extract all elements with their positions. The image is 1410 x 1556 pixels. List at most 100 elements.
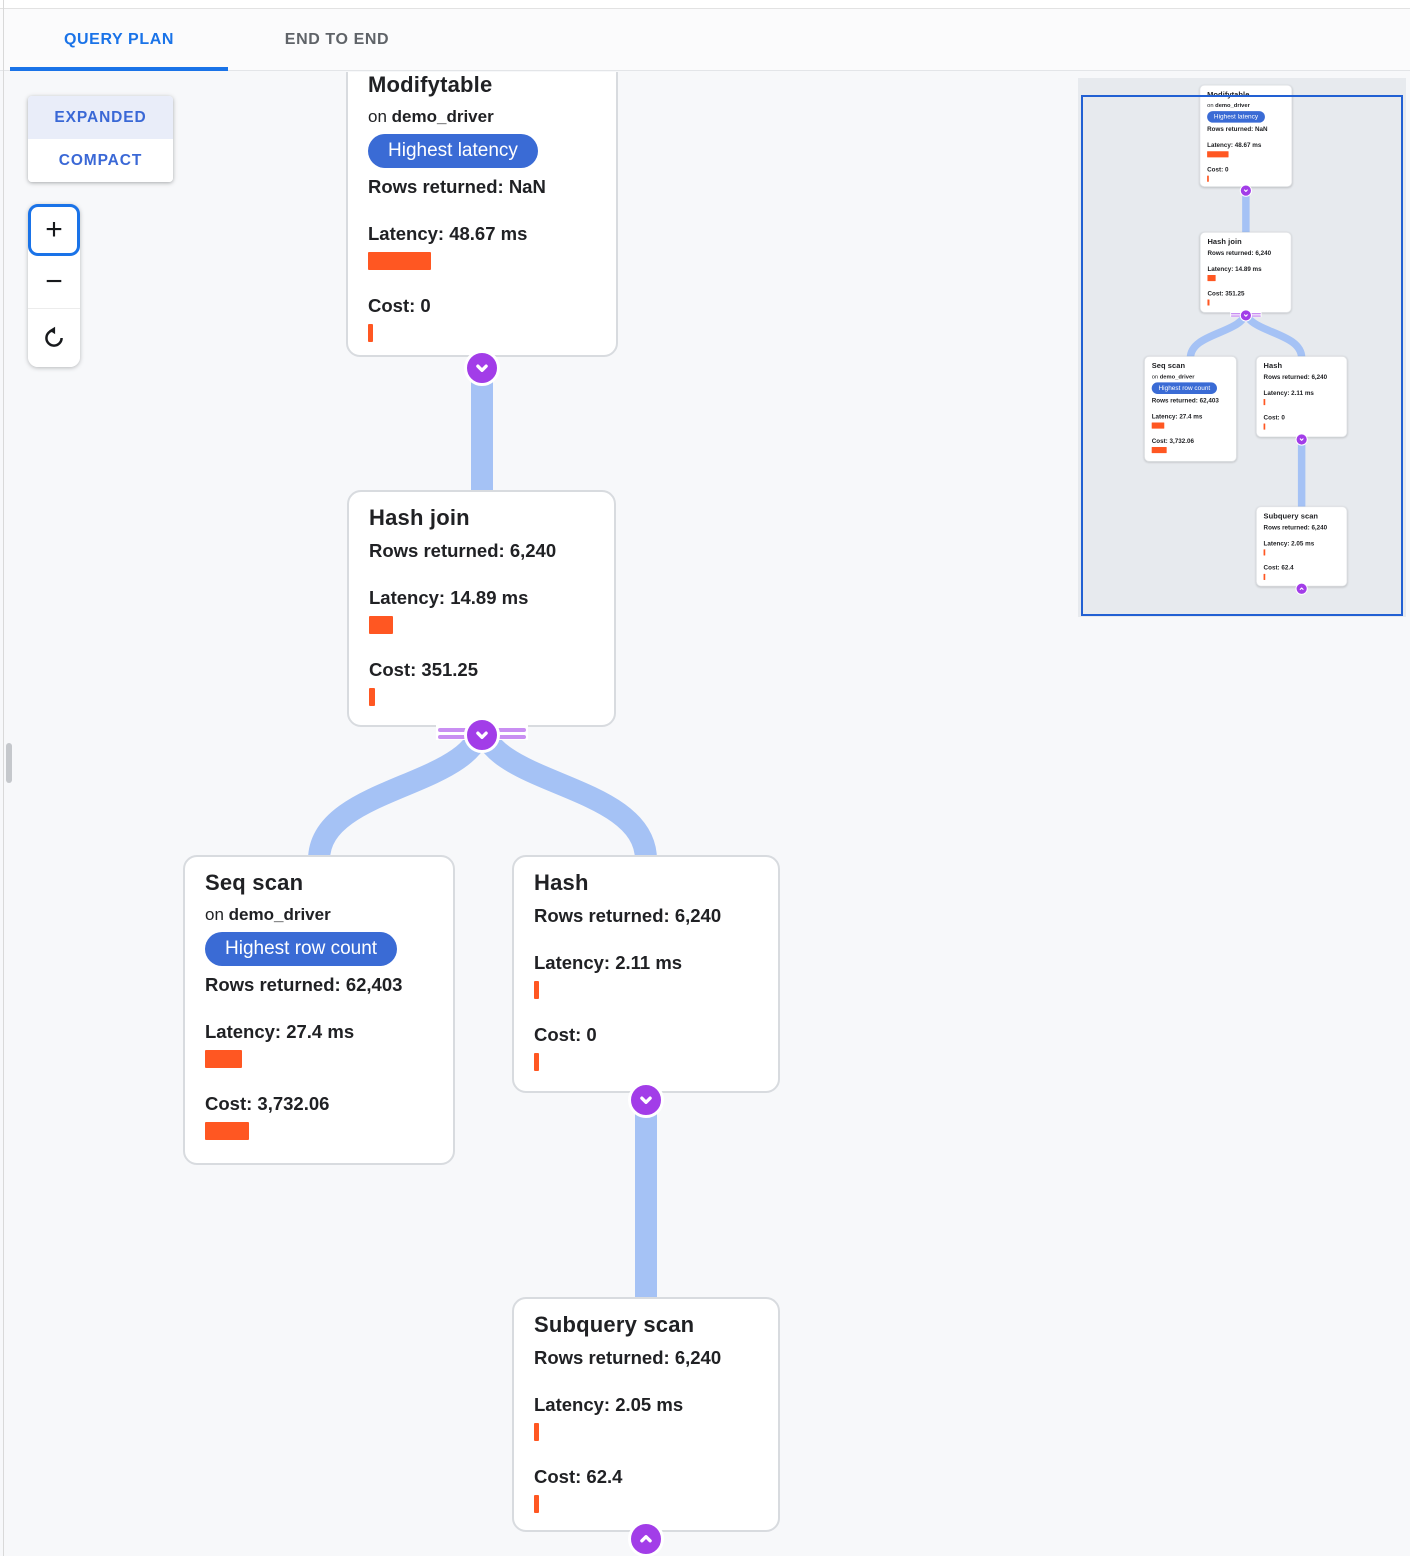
cost-bar bbox=[534, 1495, 539, 1513]
node-table-line: on demo_driver bbox=[205, 905, 433, 925]
minimap-viewport-rect[interactable] bbox=[1081, 95, 1403, 616]
chevron-down-icon bbox=[640, 1096, 652, 1104]
table-name: demo_driver bbox=[391, 107, 494, 126]
latency-bar bbox=[369, 616, 393, 634]
plan-node-modifytable[interactable]: Modifytable on demo_driver Highest laten… bbox=[1199, 84, 1293, 187]
expand-toggle-icon[interactable] bbox=[1295, 582, 1308, 595]
node-title: Hash bbox=[534, 870, 589, 895]
plan-canvas[interactable]: Modifytable on demo_driver Highest laten… bbox=[0, 72, 1410, 1556]
on-prefix: on bbox=[205, 905, 224, 924]
collapse-toggle-icon[interactable] bbox=[464, 717, 500, 753]
multi-edge-stripe bbox=[1250, 315, 1261, 317]
latency-value: Latency: 48.67 ms bbox=[368, 223, 528, 244]
cost-bar bbox=[205, 1122, 249, 1140]
cost-value: Cost: 351.25 bbox=[369, 659, 478, 680]
cost-value: Cost: 0 bbox=[534, 1024, 597, 1045]
cost-value: Cost: 0 bbox=[1207, 165, 1229, 173]
cost-bar bbox=[368, 324, 373, 342]
multi-edge-stripe bbox=[496, 728, 526, 732]
expanded-button[interactable]: EXPANDED bbox=[28, 96, 173, 139]
plan-node-seq-scan[interactable]: Seq scan on demo_driver Highest row coun… bbox=[1144, 356, 1237, 462]
chevron-down-icon bbox=[476, 364, 488, 372]
latency-bar bbox=[1207, 151, 1229, 158]
highest-row-count-badge: Highest row count bbox=[1151, 382, 1218, 394]
chevron-down-icon bbox=[476, 731, 488, 739]
latency-bar bbox=[1263, 399, 1266, 406]
highest-row-count-badge: Highest row count bbox=[205, 932, 398, 966]
plan-node-hash-join[interactable]: Hash join Rows returned: 6,240 Latency: … bbox=[347, 490, 616, 727]
collapse-toggle-icon[interactable] bbox=[1239, 309, 1252, 322]
cost-bar bbox=[1151, 447, 1167, 454]
plan-node-hash[interactable]: Hash Rows returned: 6,240 Latency: 2.11 … bbox=[512, 855, 780, 1093]
plan-node-subquery-scan[interactable]: Subquery scan Rows returned: 6,240 Laten… bbox=[1256, 506, 1348, 587]
chevron-down-icon bbox=[1243, 314, 1248, 317]
collapse-toggle-icon[interactable] bbox=[628, 1082, 664, 1118]
collapse-toggle-icon[interactable] bbox=[1239, 184, 1252, 197]
zoom-in-button[interactable]: + bbox=[28, 204, 80, 256]
rows-returned: Rows returned: 62,403 bbox=[1151, 396, 1219, 404]
plan-node-hash[interactable]: Hash Rows returned: 6,240 Latency: 2.11 … bbox=[1256, 356, 1348, 438]
cost-value: Cost: 62.4 bbox=[1263, 563, 1294, 572]
latency-bar bbox=[368, 252, 431, 270]
on-prefix: on bbox=[368, 107, 387, 126]
highest-latency-badge: Highest latency bbox=[368, 134, 538, 168]
cost-bar bbox=[1263, 423, 1266, 430]
multi-edge-stripe bbox=[1250, 313, 1261, 315]
minus-icon: − bbox=[45, 265, 63, 298]
zoom-controls: + − bbox=[28, 204, 80, 367]
edge-hashjoin-hash bbox=[471, 718, 657, 862]
rows-returned: Rows returned: 6,240 bbox=[369, 540, 557, 561]
reset-view-button[interactable] bbox=[28, 308, 80, 367]
edge-hashjoin-seqscan bbox=[308, 718, 493, 862]
cost-bar bbox=[1263, 573, 1266, 580]
node-title: Hash join bbox=[1207, 237, 1242, 246]
cost-value: Cost: 62.4 bbox=[534, 1466, 623, 1487]
left-panel-border bbox=[3, 0, 4, 1556]
chevron-up-icon bbox=[640, 1535, 652, 1543]
chevron-down-icon bbox=[1243, 189, 1248, 192]
vertical-scrollbar-thumb[interactable] bbox=[6, 743, 12, 783]
latency-value: Latency: 14.89 ms bbox=[1207, 265, 1262, 273]
table-name: demo_driver bbox=[1159, 373, 1195, 380]
latency-value: Latency: 27.4 ms bbox=[205, 1021, 355, 1042]
reset-rotate-icon bbox=[45, 326, 63, 347]
latency-value: Latency: 14.89 ms bbox=[369, 587, 529, 608]
multi-edge-stripe bbox=[438, 735, 468, 739]
node-title: Seq scan bbox=[205, 870, 304, 895]
tab-bar: QUERY PLAN END TO END bbox=[0, 9, 1410, 71]
tab-end-to-end[interactable]: END TO END bbox=[228, 9, 446, 70]
zoom-out-button[interactable]: − bbox=[28, 256, 80, 308]
rows-returned: Rows returned: NaN bbox=[1207, 125, 1268, 133]
plan-node-modifytable[interactable]: Modifytable on demo_driver Highest laten… bbox=[346, 72, 618, 357]
multi-edge-stripe bbox=[1230, 315, 1242, 317]
latency-bar bbox=[534, 1423, 539, 1441]
plan-node-subquery-scan[interactable]: Subquery scan Rows returned: 6,240 Laten… bbox=[512, 1297, 780, 1532]
tab-query-plan[interactable]: QUERY PLAN bbox=[10, 9, 228, 71]
table-name: demo_driver bbox=[1215, 101, 1250, 109]
on-prefix: on bbox=[1151, 373, 1159, 380]
node-title: Subquery scan bbox=[534, 1312, 695, 1337]
node-table-line: on demo_driver bbox=[1207, 102, 1285, 109]
node-title: Subquery scan bbox=[1263, 511, 1319, 521]
expand-toggle-icon[interactable] bbox=[628, 1521, 664, 1556]
plus-icon: + bbox=[45, 213, 63, 246]
compact-button[interactable]: COMPACT bbox=[28, 139, 173, 182]
collapse-toggle-icon[interactable] bbox=[1295, 433, 1308, 446]
cost-bar bbox=[1207, 299, 1210, 306]
latency-bar bbox=[205, 1050, 242, 1068]
multi-edge-stripe bbox=[496, 735, 526, 739]
tab-end-to-end-label: END TO END bbox=[284, 30, 390, 48]
rows-returned: Rows returned: 6,240 bbox=[1263, 373, 1328, 381]
plan-node-seq-scan[interactable]: Seq scan on demo_driver Highest row coun… bbox=[183, 855, 455, 1165]
collapse-toggle-icon[interactable] bbox=[464, 350, 500, 386]
tab-query-plan-label: QUERY PLAN bbox=[63, 30, 174, 48]
multi-edge-stripe bbox=[1230, 313, 1242, 315]
node-title: Hash join bbox=[369, 505, 470, 530]
latency-value: Latency: 2.11 ms bbox=[1263, 389, 1314, 397]
minimap[interactable]: Modifytable on demo_driver Highest laten… bbox=[1078, 78, 1406, 617]
latency-value: Latency: 48.67 ms bbox=[1207, 141, 1262, 149]
rows-returned: Rows returned: 6,240 bbox=[534, 1347, 722, 1368]
cost-bar bbox=[534, 1053, 539, 1071]
plan-diagram: Modifytable on demo_driver Highest laten… bbox=[0, 72, 840, 1556]
rows-returned: Rows returned: NaN bbox=[368, 176, 546, 197]
